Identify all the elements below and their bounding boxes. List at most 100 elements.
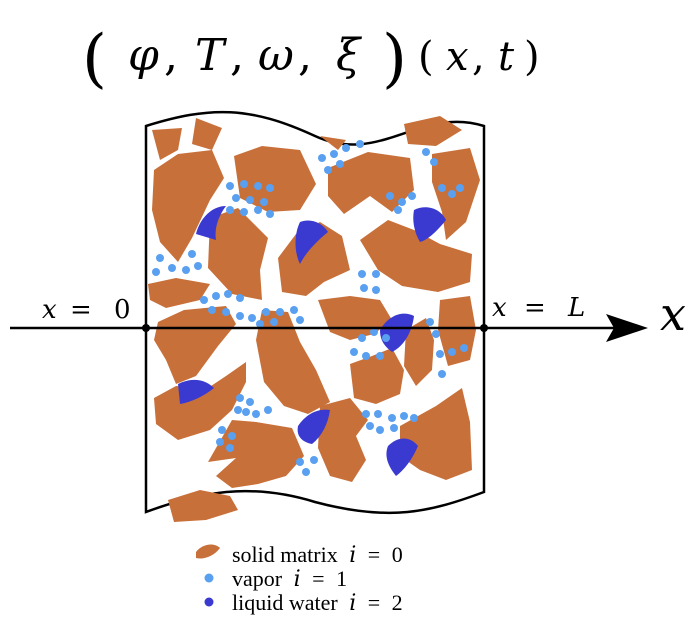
vapor-dot	[208, 306, 216, 314]
legend-eq: =	[312, 566, 324, 591]
vapor-dot	[222, 308, 230, 316]
title-arg-x: x	[446, 34, 469, 80]
vapor-dot	[236, 294, 244, 302]
right-label-lhs: x	[492, 293, 507, 323]
vapor-dot	[374, 410, 382, 418]
vapor-dot	[330, 150, 338, 158]
title-comma-3: ,	[298, 30, 312, 81]
legend-var: i	[349, 591, 356, 616]
vapor-dot	[356, 140, 364, 148]
legend-label: vapor	[232, 566, 283, 591]
svg-text:vapor i =: vapor i = 1	[232, 566, 347, 592]
vapor-dot	[262, 308, 270, 316]
legend-label: liquid water	[232, 590, 338, 615]
legend-var: i	[349, 543, 356, 568]
solid-grain	[192, 118, 222, 150]
liquid-pocket	[380, 313, 414, 352]
liquid-pocket	[297, 409, 330, 444]
vapor-dot	[264, 406, 272, 414]
liquid-pocket	[386, 438, 418, 476]
vapor-dot	[394, 206, 402, 214]
legend-var: i	[294, 567, 301, 592]
solid-grain	[256, 310, 330, 414]
vapor-dot	[410, 414, 418, 422]
vapor-dot	[242, 408, 250, 416]
legend-item-vapor: vapor i = 1	[204, 566, 347, 592]
vapor-dot	[226, 444, 234, 452]
title-args-open-paren: (	[418, 34, 434, 80]
title-args-comma: ,	[472, 34, 485, 80]
x-axis-right-label: x = L	[492, 293, 585, 323]
x-axis: x x = 0 x = L	[10, 287, 686, 342]
title-comma-2: ,	[230, 30, 244, 81]
solid-grain	[152, 128, 182, 160]
vapor-dot	[226, 182, 234, 190]
solid-grain	[208, 208, 268, 300]
solid-swatch-icon	[196, 544, 220, 559]
solid-grain	[404, 116, 462, 146]
vapor-dot	[460, 344, 468, 352]
vapor-dot	[296, 316, 304, 324]
vapor-dot	[232, 194, 240, 202]
vapor-dot	[216, 438, 224, 446]
vapor-dot	[382, 334, 390, 342]
vapor-dot	[168, 264, 176, 272]
solid-grain	[154, 362, 246, 440]
title-comma-1: ,	[164, 30, 178, 81]
vapor-dot	[234, 406, 242, 414]
vapor-dot	[228, 432, 236, 440]
vapor-dot	[350, 348, 358, 356]
left-label-rhs: 0	[114, 295, 131, 325]
solid-grain	[400, 388, 472, 480]
vapor-dot	[358, 270, 366, 278]
title-args-close-paren: )	[524, 34, 540, 80]
left-label-eq: =	[70, 295, 92, 325]
solid-grain	[152, 150, 224, 262]
vapor-dot	[372, 270, 380, 278]
legend-val: 1	[336, 566, 347, 591]
vapor-dot	[188, 250, 196, 258]
vapor-dot	[290, 306, 298, 314]
vapor-dot	[212, 292, 220, 300]
legend-val: 2	[392, 590, 403, 615]
title-open-paren: (	[82, 22, 107, 96]
legend-eq: =	[368, 542, 380, 567]
right-label-eq: =	[524, 293, 546, 323]
svg-text:liquid water i: liquid water i = 2	[232, 590, 403, 616]
solid-grain	[360, 220, 472, 292]
vapor-dot	[276, 308, 284, 316]
vapor-dot	[422, 148, 430, 156]
vapor-dot	[218, 426, 226, 434]
vapor-dot	[398, 198, 406, 206]
vapor-dot	[254, 182, 262, 190]
vapor-dot	[376, 426, 384, 434]
legend-item-liquid: liquid water i = 2	[204, 590, 403, 616]
vapor-dot	[438, 370, 446, 378]
title: ( φ , T , ω , ξ ) ( x , t )	[82, 22, 540, 96]
vapor-dot	[240, 208, 248, 216]
right-label-rhs: L	[567, 293, 585, 323]
vapor-dot	[358, 334, 366, 342]
vapor-dot	[302, 468, 310, 476]
vapor-dot	[252, 410, 260, 418]
vapor-dots	[152, 140, 468, 476]
vapor-dot	[324, 166, 332, 174]
vapor-dot	[362, 410, 370, 418]
legend-label: solid matrix	[232, 542, 338, 567]
vapor-dot	[430, 158, 438, 166]
x-axis-arrowhead	[606, 314, 648, 342]
vapor-dot	[224, 290, 232, 298]
vapor-dot	[226, 206, 234, 214]
liquid-water-pockets	[178, 206, 446, 476]
vapor-dot-icon	[204, 573, 214, 583]
vapor-dot	[342, 144, 350, 152]
vapor-dot	[266, 210, 274, 218]
solid-grain	[320, 136, 346, 150]
solid-grain	[404, 318, 434, 386]
solid-grain	[168, 490, 238, 522]
vapor-dot	[194, 262, 202, 270]
liquid-pocket	[413, 207, 446, 242]
vapor-dot	[156, 254, 164, 262]
vapor-dot	[390, 424, 398, 432]
